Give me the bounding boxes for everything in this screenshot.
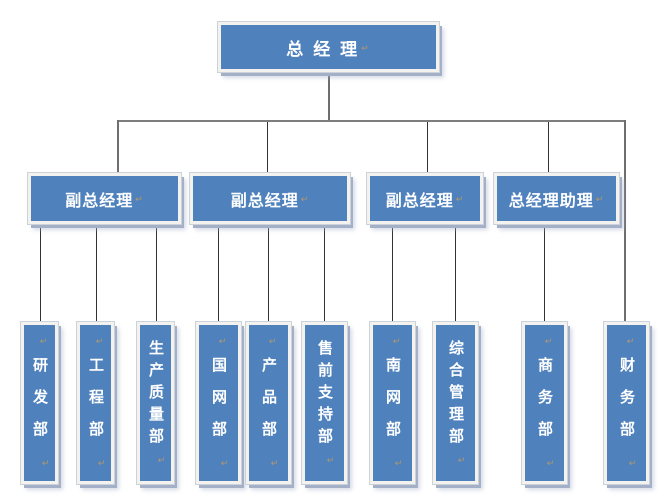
box-dept-finance[interactable]: ↵ 财务部 ↵ (604, 322, 649, 484)
dept-product-label: 产品部 (260, 356, 278, 453)
dept-finance-label: 财务部 (618, 356, 636, 453)
paragraph-mark-icon: ↵ (300, 195, 310, 205)
box-dept-engineering[interactable]: ↵ 工程部 ↵ (77, 322, 114, 484)
paragraph-mark-icon: ↵ (392, 336, 401, 347)
connector-dept-engineering (96, 225, 97, 323)
paragraph-mark-icon: ↵ (326, 456, 335, 466)
box-general-manager[interactable]: 总 经 理 ↵ (218, 22, 439, 72)
dept-production-quality-label: 生产质量部 (147, 340, 165, 450)
paragraph-mark-icon: ↵ (268, 336, 277, 347)
gm-assistant-label: 总经理助理 (508, 190, 594, 210)
box-dept-state-grid[interactable]: ↵ 国网部 ↵ (196, 322, 241, 484)
paragraph-mark-icon: ↵ (157, 456, 166, 466)
connector-drop-finance (624, 120, 626, 323)
paragraph-mark-icon: ↵ (95, 336, 104, 347)
box-dept-production-quality[interactable]: 生产质量部 ↵ (137, 322, 174, 484)
dept-southern-grid-label: 南网部 (384, 356, 402, 453)
deputy-manager-3-label: 副总经理 (385, 190, 454, 210)
box-dept-southern-grid[interactable]: ↵ 南网部 ↵ (370, 322, 415, 484)
connector-dept-product (268, 225, 269, 323)
box-gm-assistant[interactable]: 总经理助理 ↵ (494, 173, 619, 224)
box-deputy-manager-1[interactable]: 副总经理 ↵ (28, 173, 181, 224)
connector-dept-southern-grid (392, 225, 393, 323)
dept-general-admin-label: 综合管理部 (447, 340, 465, 450)
paragraph-mark-icon: ↵ (626, 336, 635, 347)
paragraph-mark-icon: ↵ (394, 458, 403, 469)
deputy-manager-2-label: 副总经理 (230, 190, 299, 210)
paragraph-mark-icon: ↵ (628, 458, 637, 469)
connector-dept-state-grid (218, 225, 219, 323)
paragraph-mark-icon: ↵ (595, 195, 605, 205)
deputy-manager-1-label: 副总经理 (65, 190, 134, 210)
dept-rd-label: 研发部 (31, 356, 49, 453)
connector-dept-production-quality (156, 225, 157, 323)
paragraph-mark-icon: ↵ (457, 456, 466, 466)
connector-dept-presales (324, 225, 325, 323)
dept-state-grid-label: 国网部 (210, 356, 228, 453)
general-manager-label: 总 经 理 (286, 39, 360, 60)
paragraph-mark-icon: ↵ (546, 458, 555, 469)
box-dept-presales[interactable]: 售前支持部 ↵ (302, 322, 347, 484)
box-dept-product[interactable]: ↵ 产品部 ↵ (246, 322, 291, 484)
dept-commerce-label: 商务部 (536, 356, 554, 453)
paragraph-mark-icon: ↵ (361, 43, 371, 54)
box-dept-rd[interactable]: ↵ 研发部 ↵ (21, 322, 58, 484)
box-deputy-manager-2[interactable]: 副总经理 ↵ (190, 173, 350, 224)
connector-drop-manager-3 (427, 122, 428, 175)
connector-dept-commerce (544, 225, 545, 323)
dept-presales-label: 售前支持部 (316, 340, 334, 450)
connector-root-trunk (328, 72, 330, 120)
paragraph-mark-icon: ↵ (270, 458, 279, 469)
paragraph-mark-icon: ↵ (220, 458, 229, 469)
connector-horizontal-bar (117, 120, 626, 122)
paragraph-mark-icon: ↵ (544, 336, 553, 347)
paragraph-mark-icon: ↵ (97, 458, 106, 469)
box-deputy-manager-3[interactable]: 副总经理 ↵ (367, 173, 483, 224)
paragraph-mark-icon: ↵ (41, 458, 50, 469)
dept-engineering-label: 工程部 (87, 356, 105, 453)
connector-drop-manager-1 (117, 120, 119, 175)
paragraph-mark-icon: ↵ (39, 336, 48, 347)
paragraph-mark-icon: ↵ (455, 195, 465, 205)
box-dept-general-admin[interactable]: 综合管理部 ↵ (433, 322, 478, 484)
connector-drop-manager-2 (267, 122, 268, 175)
paragraph-mark-icon: ↵ (135, 195, 144, 205)
connector-dept-general-admin (455, 225, 456, 323)
connector-dept-rd (40, 225, 41, 323)
connector-drop-manager-4 (548, 122, 549, 175)
paragraph-mark-icon: ↵ (218, 336, 227, 347)
box-dept-commerce[interactable]: ↵ 商务部 ↵ (522, 322, 567, 484)
